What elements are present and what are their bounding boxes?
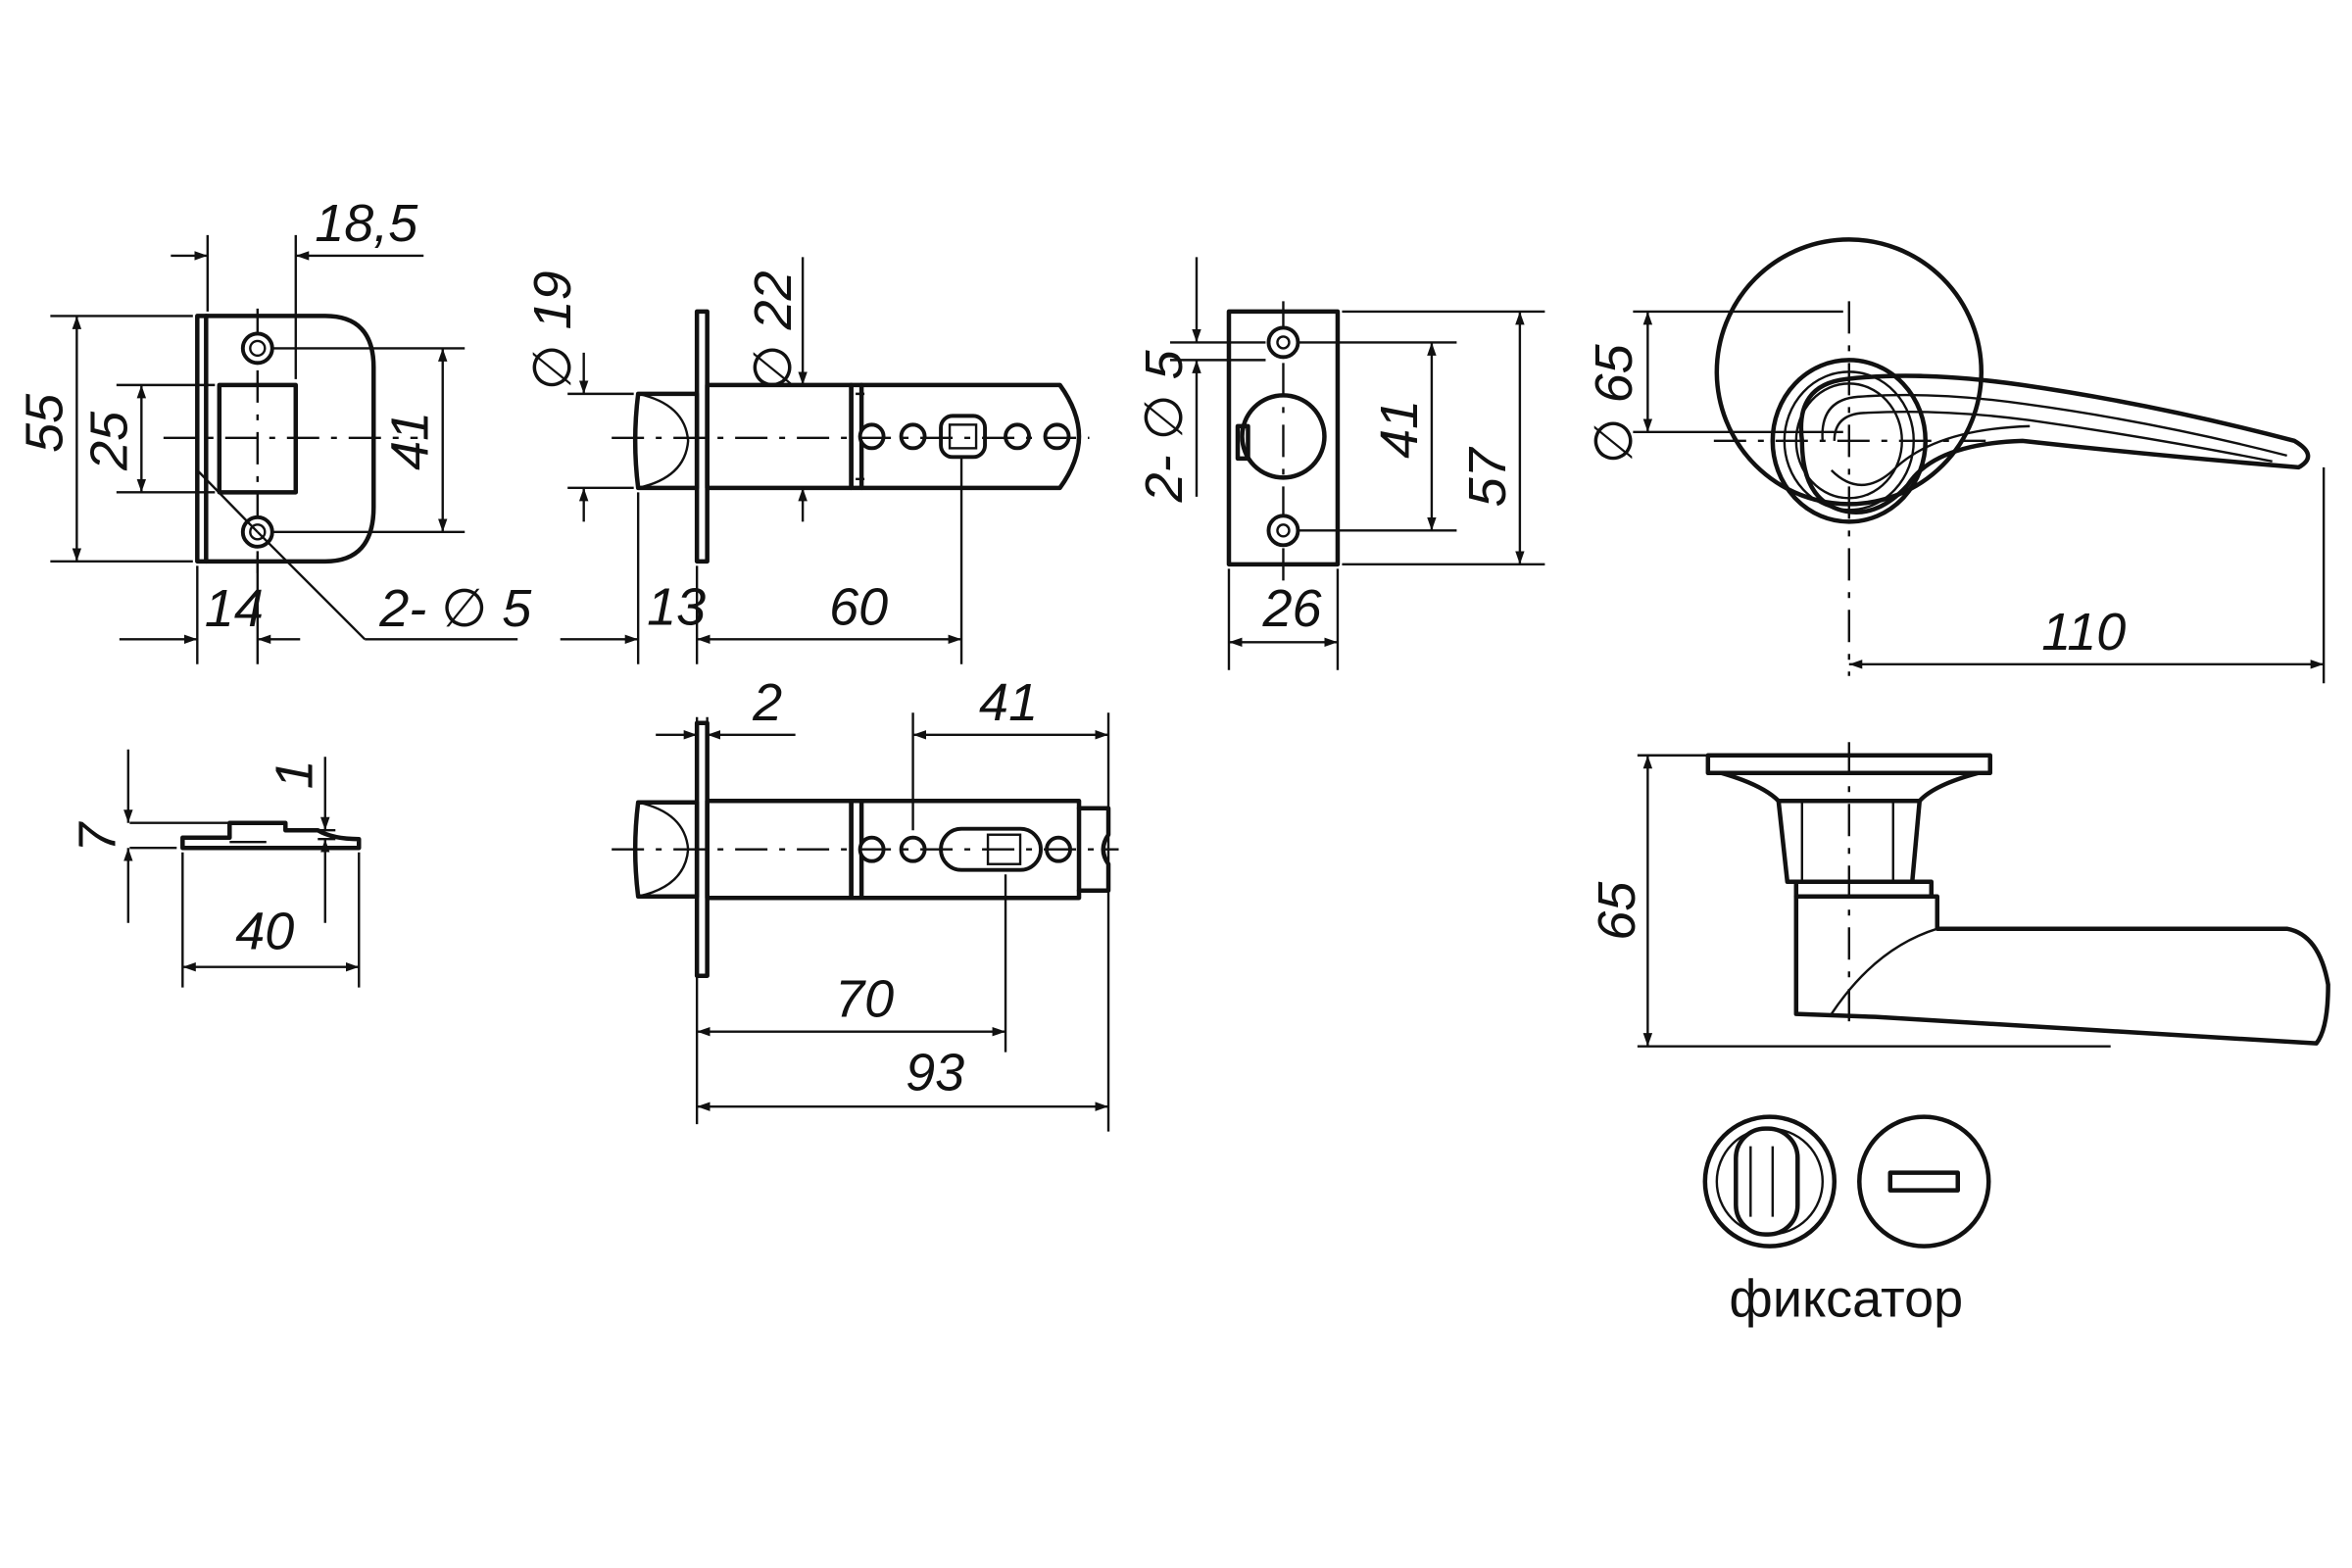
dim-profile-thickness: 1 xyxy=(265,760,323,789)
strike-plate-outline xyxy=(195,314,376,564)
dim-strike-offset: 14 xyxy=(205,579,264,638)
lever-front-view: ∅ 65 110 xyxy=(1585,237,2326,684)
dim-latch-faceplate-to-bolt: 13 xyxy=(647,577,706,636)
dim-latch-total-93: 93 xyxy=(906,1044,964,1102)
faceplate-view: 2- ∅ 5 41 57 26 xyxy=(1135,257,1545,670)
dim-latch-backset-70: 70 xyxy=(835,970,894,1029)
dim-latch-bolt-diameter: ∅ 19 xyxy=(523,270,582,390)
faceplate-latch-opening xyxy=(1240,393,1327,480)
rosette-caption: фиксатор xyxy=(1729,1270,1963,1329)
dim-latch-slot-41: 41 xyxy=(979,673,1038,732)
dim-latch-plate-thickness: 2 xyxy=(752,673,782,732)
dim-strike-hole-spacing: 41 xyxy=(381,412,440,470)
dim-strike-height: 55 xyxy=(15,393,74,453)
dim-faceplate-screws: 2- ∅ 5 xyxy=(1135,349,1194,503)
dim-faceplate-width: 26 xyxy=(1261,579,1322,638)
dim-lever-length: 110 xyxy=(2041,603,2126,662)
strike-profile-view: 7 1 40 xyxy=(68,749,362,988)
strike-opening xyxy=(217,382,299,495)
dim-strike-width-top: 18,5 xyxy=(315,194,418,253)
lever-side-view: 65 xyxy=(1588,742,2330,1048)
thumbturn-rosette xyxy=(1702,1114,1838,1249)
latch-60-body xyxy=(705,382,854,491)
dim-profile-height: 7 xyxy=(68,821,126,853)
latch-60-view: ∅ 19 ∅ 22 13 60 xyxy=(523,257,1090,664)
dim-faceplate-hole-spacing: 41 xyxy=(1370,400,1429,459)
latch-70-tail xyxy=(849,798,1082,901)
thumbturn-knob xyxy=(1734,1126,1800,1237)
emergency-release-slot xyxy=(1887,1170,1960,1193)
dim-strike-screws: 2- ∅ 5 xyxy=(378,579,532,638)
emergency-release-rosette xyxy=(1857,1114,1991,1249)
latch-70-view: 2 41 70 93 xyxy=(612,673,1119,1132)
strike-profile-outline xyxy=(180,820,362,851)
side-lever-body xyxy=(1793,894,2330,1046)
strike-plate-view: 18,5 55 25 41 14 2- ∅ 5 xyxy=(15,194,532,664)
dim-rose-diameter: ∅ 65 xyxy=(1585,343,1643,464)
privacy-rosettes: фиксатор xyxy=(1702,1114,1991,1329)
latch-60-tail xyxy=(849,382,1082,491)
dim-handle-height: 65 xyxy=(1588,881,1646,941)
dim-latch-backset-60: 60 xyxy=(829,577,888,636)
lever-outline xyxy=(1798,373,2311,514)
dim-latch-body-diameter: ∅ 22 xyxy=(744,270,803,390)
dim-profile-length: 40 xyxy=(235,903,294,961)
dim-faceplate-height: 57 xyxy=(1458,446,1517,507)
dim-strike-opening: 25 xyxy=(79,411,138,471)
